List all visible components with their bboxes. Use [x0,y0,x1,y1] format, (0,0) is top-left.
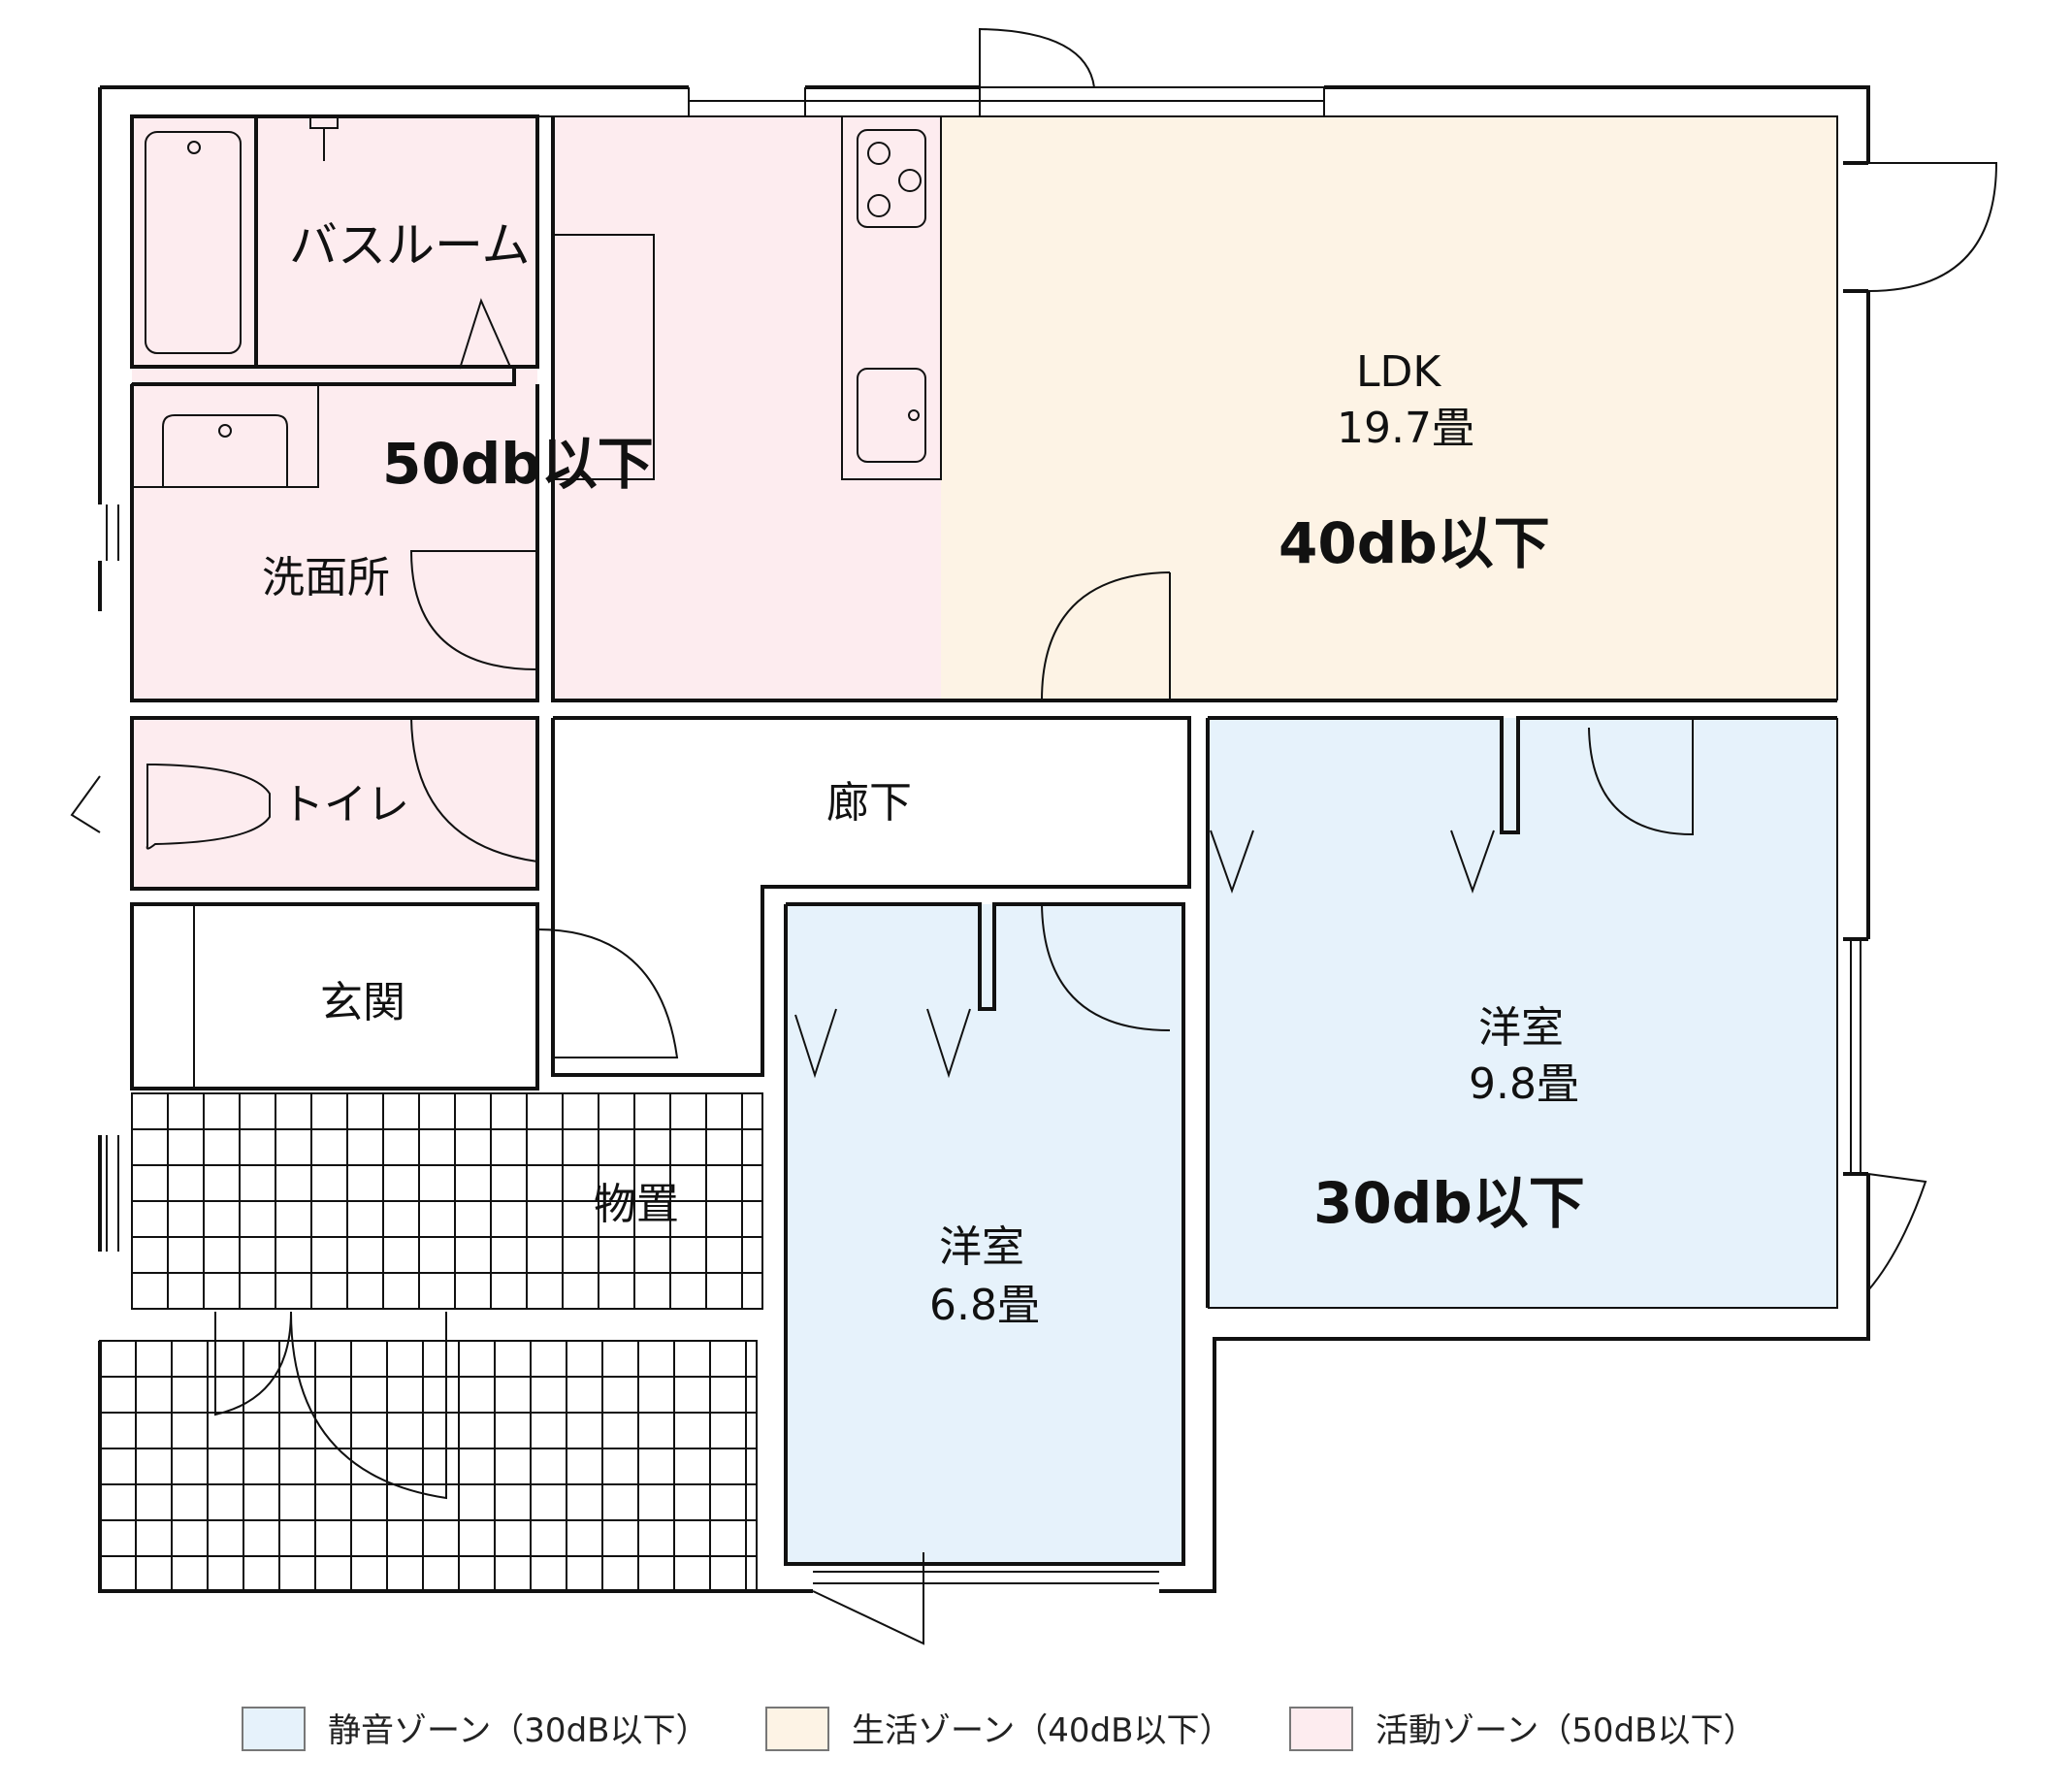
legend-swatch-living [765,1707,829,1751]
label-western-large-name: 洋室 [1478,1003,1564,1053]
legend-swatch-quiet [242,1707,306,1751]
label-western-large-size: 9.8畳 [1469,1059,1579,1109]
zone-active-db: 50db以下 [382,431,654,497]
zone-quiet-small [786,904,1183,1564]
label-hallway: 廊下 [826,778,912,828]
legend: 静音ゾーン（30dB以下） 生活ゾーン（40dB以下） 活動ゾーン（50dB以下… [242,1707,1756,1751]
label-washroom: 洗面所 [262,553,390,602]
zone-living-db: 40db以下 [1279,510,1550,576]
label-western-small-size: 6.8畳 [929,1281,1040,1330]
stove [857,129,926,228]
legend-label-quiet: 静音ゾーン（30dB以下） [328,1711,708,1750]
zone-quiet-large [1208,718,1837,1308]
zone-active-bath [132,116,537,700]
label-western-small-name: 洋室 [939,1222,1024,1272]
label-bathroom: バスルーム [289,217,531,274]
zone-active-kitchen [553,116,941,700]
zone-fills [132,116,1837,1564]
legend-label-active: 活動ゾーン（50dB以下） [1376,1711,1756,1750]
bathtub [130,114,258,369]
tile-grid-lines [100,1093,762,1591]
zone-quiet-db: 30db以下 [1313,1170,1585,1236]
label-entrance: 玄関 [320,978,405,1027]
label-ldk-size: 19.7畳 [1337,404,1474,453]
label-ldk-name: LDK [1356,347,1441,397]
doors [70,27,1998,1645]
storage-grid [99,1092,763,1592]
faucet [309,116,339,161]
zone-living-ldk [941,116,1837,700]
label-toilet: トイレ [281,780,409,830]
walls [98,85,1870,1593]
zone-active-toilet [132,718,537,889]
washbasin [131,383,319,488]
legend-swatch-active [1289,1707,1353,1751]
kitchen-sink [857,368,926,463]
toilet-bowl [146,764,271,850]
legend-label-living: 生活ゾーン（40dB以下） [852,1711,1232,1750]
label-storage: 物置 [594,1180,679,1229]
